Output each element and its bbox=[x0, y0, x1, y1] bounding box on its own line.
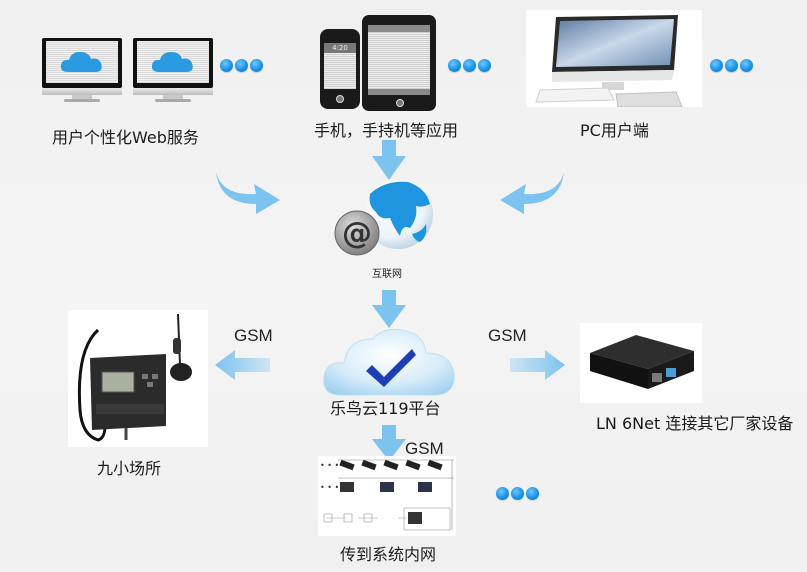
web-service-node bbox=[40, 36, 270, 106]
arrow-down-icon bbox=[372, 425, 406, 461]
gsm-label-right: GSM bbox=[488, 326, 527, 345]
ln6net-label: LN 6Net 连接其它厂家设备 bbox=[596, 414, 794, 433]
mobile-node: 4:20 bbox=[318, 15, 443, 111]
arrow-down-icon bbox=[372, 140, 406, 180]
ellipsis-dots bbox=[448, 59, 491, 72]
system-topology-icon: • • • • • • bbox=[320, 459, 454, 531]
monitor-icon bbox=[133, 38, 213, 102]
internet-label: 互联网 bbox=[372, 269, 402, 280]
phone-icon: 4:20 bbox=[320, 29, 360, 109]
arrow-down-icon bbox=[372, 290, 406, 328]
gsm-label-left: GSM bbox=[234, 326, 273, 345]
ellipsis-dots bbox=[710, 59, 753, 72]
platform-node bbox=[320, 325, 460, 397]
cloud-icon bbox=[151, 52, 193, 72]
ellipsis-dots bbox=[220, 59, 263, 72]
ellipsis-dots bbox=[496, 487, 539, 500]
internet-node: @ bbox=[330, 178, 440, 258]
mobile-label: 手机，手持机等应用 bbox=[314, 121, 459, 140]
desktop-computer-icon bbox=[535, 15, 683, 108]
network-gateway-box-icon bbox=[590, 335, 694, 389]
web-service-label: 用户个性化Web服务 bbox=[52, 128, 199, 147]
pc-image bbox=[526, 10, 702, 108]
curved-arrow-left-icon bbox=[500, 172, 564, 214]
cloud-checkmark-icon bbox=[323, 328, 455, 396]
small-venue-image bbox=[68, 310, 208, 447]
svg-text:• • •: • • • bbox=[320, 461, 339, 470]
monitor-icon bbox=[42, 38, 122, 102]
globe-at-sign-icon: @ bbox=[334, 179, 433, 256]
arrow-right-icon bbox=[510, 350, 565, 380]
gsm-controller-device-icon bbox=[77, 313, 192, 442]
intranet-image: • • • • • • bbox=[318, 456, 456, 536]
pc-label: PC用户端 bbox=[580, 121, 649, 140]
ln6net-image bbox=[580, 323, 702, 403]
small-venue-label: 九小场所 bbox=[97, 459, 162, 478]
cloud-icon bbox=[60, 52, 102, 72]
intranet-label: 传到系统内网 bbox=[340, 545, 437, 564]
svg-text:@: @ bbox=[342, 216, 372, 251]
gsm-label-bottom: GSM bbox=[405, 439, 444, 458]
platform-label: 乐鸟云119平台 bbox=[330, 399, 441, 418]
arrow-left-icon bbox=[215, 350, 270, 380]
svg-text:• • •: • • • bbox=[320, 483, 339, 492]
curved-arrow-right-icon bbox=[216, 172, 280, 214]
tablet-icon bbox=[362, 15, 436, 111]
